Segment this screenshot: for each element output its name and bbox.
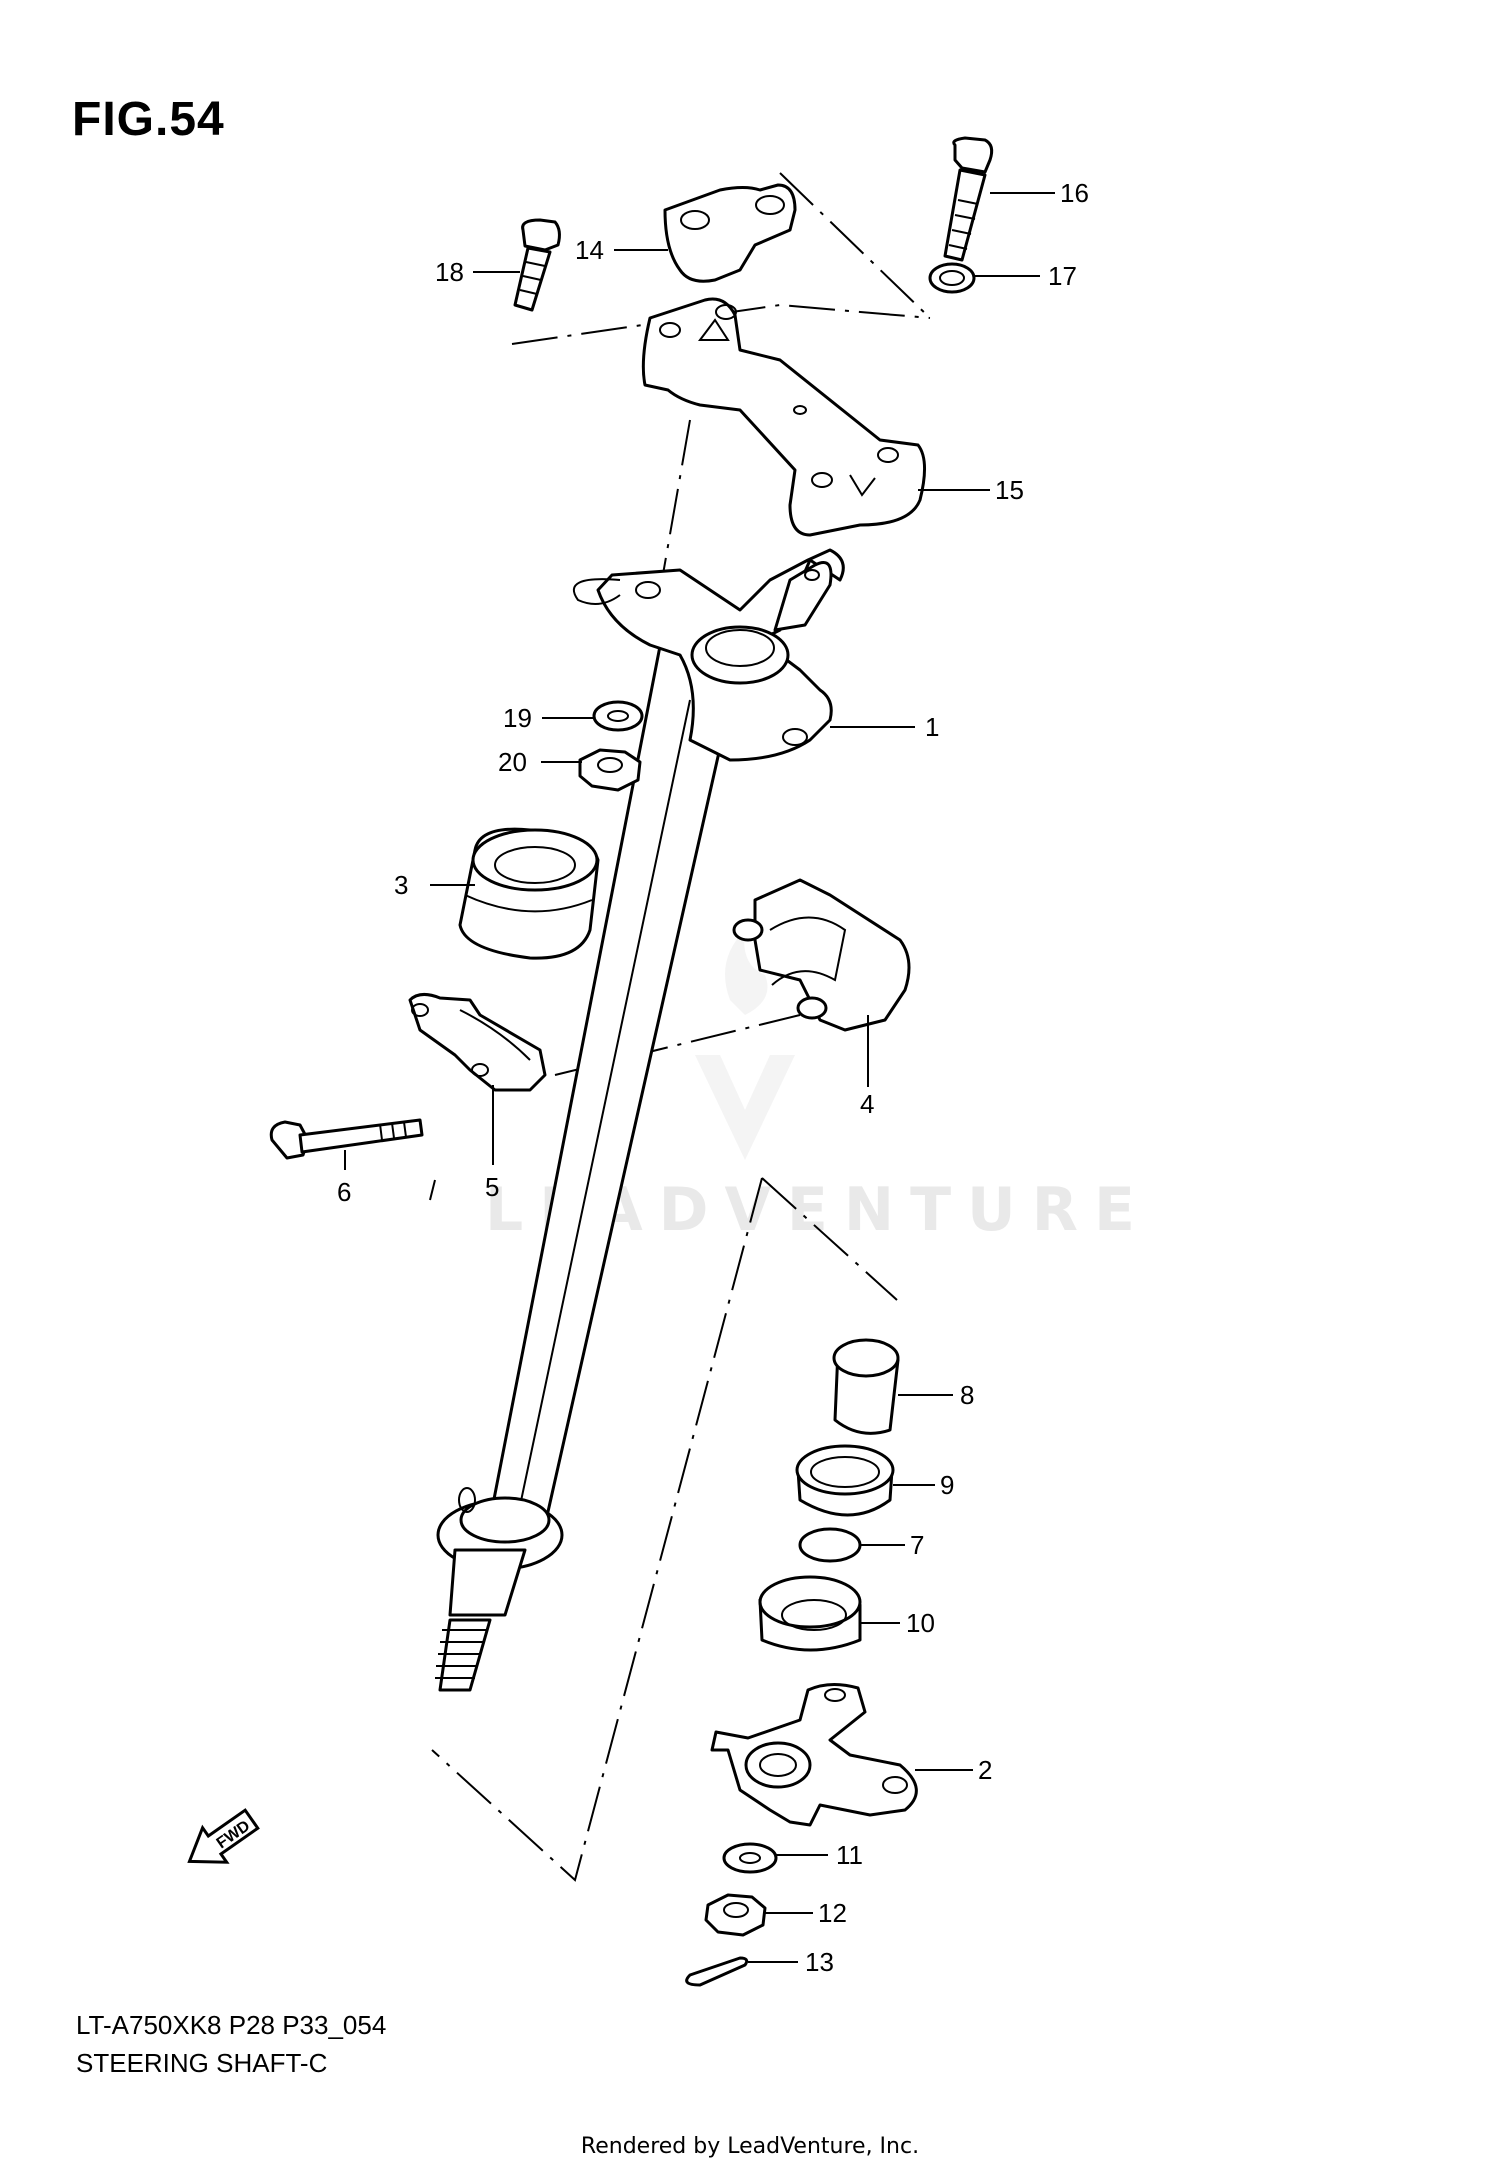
callout-1: 1 [925,712,939,742]
callout-3: 3 [394,870,408,900]
watermark-logo [695,930,795,1160]
callout-8: 8 [960,1380,974,1410]
part-8-bushing [832,1338,900,1435]
part-16-bolt [943,136,994,262]
figure-title: FIG.54 [72,93,225,146]
assembly-line-lower-b [431,1177,763,1882]
footer-credit: Rendered by LeadVenture, Inc. [580,2134,920,2159]
part-17-lock-washer [928,262,976,294]
part-4-shaft-holder [732,878,911,1032]
part-19-washer [592,700,644,732]
diagram-name: STEERING SHAFT-C [76,2048,328,2078]
part-3-shaft-bushing [458,827,600,960]
part-2-pitman-arm [710,1683,918,1827]
part-7-o-ring [798,1527,862,1563]
callout-18: 18 [435,257,464,287]
part-6-clamp-bolt [269,1118,424,1160]
assembly-line-bolt [429,1179,436,1201]
callout-2: 2 [978,1755,992,1785]
part-18-bolt [513,218,561,312]
model-code: LT-A750XK8 P28 P33_054 [76,2010,387,2040]
part-12-nut [704,1893,767,1937]
part-14-holder-cap [663,183,797,283]
callout-4: 4 [860,1089,874,1119]
part-15-handlebar-holder [641,297,926,537]
callout-7: 7 [910,1530,924,1560]
callout-13: 13 [805,1947,834,1977]
assembly-line-right [779,172,931,319]
callout-16: 16 [1060,178,1089,208]
callout-17: 17 [1048,261,1077,291]
callout-5: 5 [485,1172,499,1202]
callout-14: 14 [575,235,604,265]
part-11-washer [722,1842,778,1874]
callout-15: 15 [995,475,1024,505]
part-10-dust-seal [758,1575,862,1652]
assembly-line-lower-a [761,1177,898,1301]
fwd-arrow-icon: FWD [187,1808,260,1864]
part-13-cotter-pin [685,1956,749,1987]
part-20-nut [578,748,642,792]
callout-20: 20 [498,747,527,777]
callout-12: 12 [818,1898,847,1928]
part-5-shaft-clamp [408,993,547,1092]
callout-9: 9 [940,1470,954,1500]
part-9-bearing [795,1444,895,1517]
assembly-line-top [511,303,931,345]
part-1-steering-bracket [572,548,845,762]
callout-19: 19 [503,703,532,733]
callout-10: 10 [906,1608,935,1638]
callout-6: 6 [337,1177,351,1207]
callout-11: 11 [836,1840,863,1870]
